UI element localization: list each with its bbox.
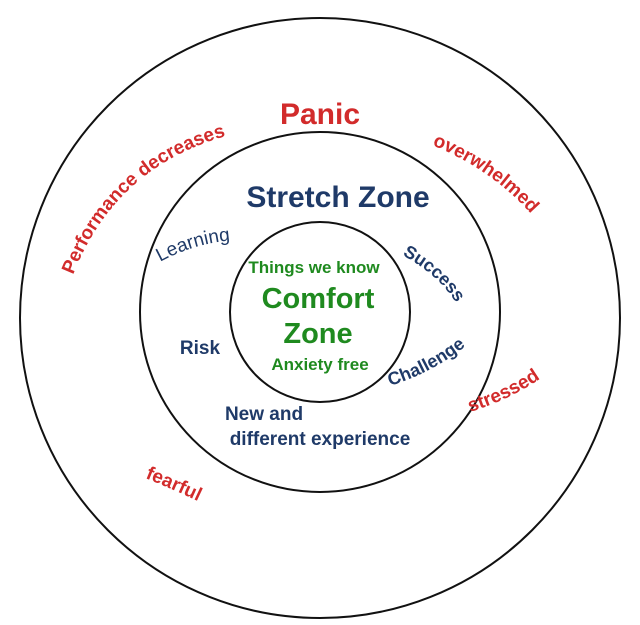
stretch-word-risk: Risk bbox=[180, 338, 221, 359]
panic-title: Panic bbox=[280, 98, 360, 131]
stretch-word-success: Success bbox=[400, 241, 469, 305]
panic-zone-ring bbox=[19, 17, 621, 619]
panic-word-fearful: fearful bbox=[143, 463, 205, 506]
comfort-title-line2: Zone bbox=[283, 318, 352, 350]
stretch-word-new-line1: New and bbox=[225, 404, 303, 425]
panic-word-performance: Performance decreases bbox=[58, 121, 227, 277]
comfort-zone-ring bbox=[229, 221, 411, 403]
stretch-word-learning: Learning bbox=[153, 225, 231, 267]
panic-word-stressed: stressed bbox=[465, 365, 543, 417]
stretch-word-challenge: Challenge bbox=[385, 333, 468, 389]
stretch-word-new-line2: different experience bbox=[230, 429, 411, 450]
stretch-title: Stretch Zone bbox=[246, 181, 429, 214]
comfort-top-text: Things we know bbox=[248, 258, 380, 277]
comfort-bottom-text: Anxiety free bbox=[271, 355, 368, 374]
panic-word-overwhelmed: overwhelmed bbox=[430, 130, 543, 217]
stretch-zone-ring bbox=[139, 131, 501, 493]
comfort-title-line1: Comfort bbox=[262, 283, 375, 315]
